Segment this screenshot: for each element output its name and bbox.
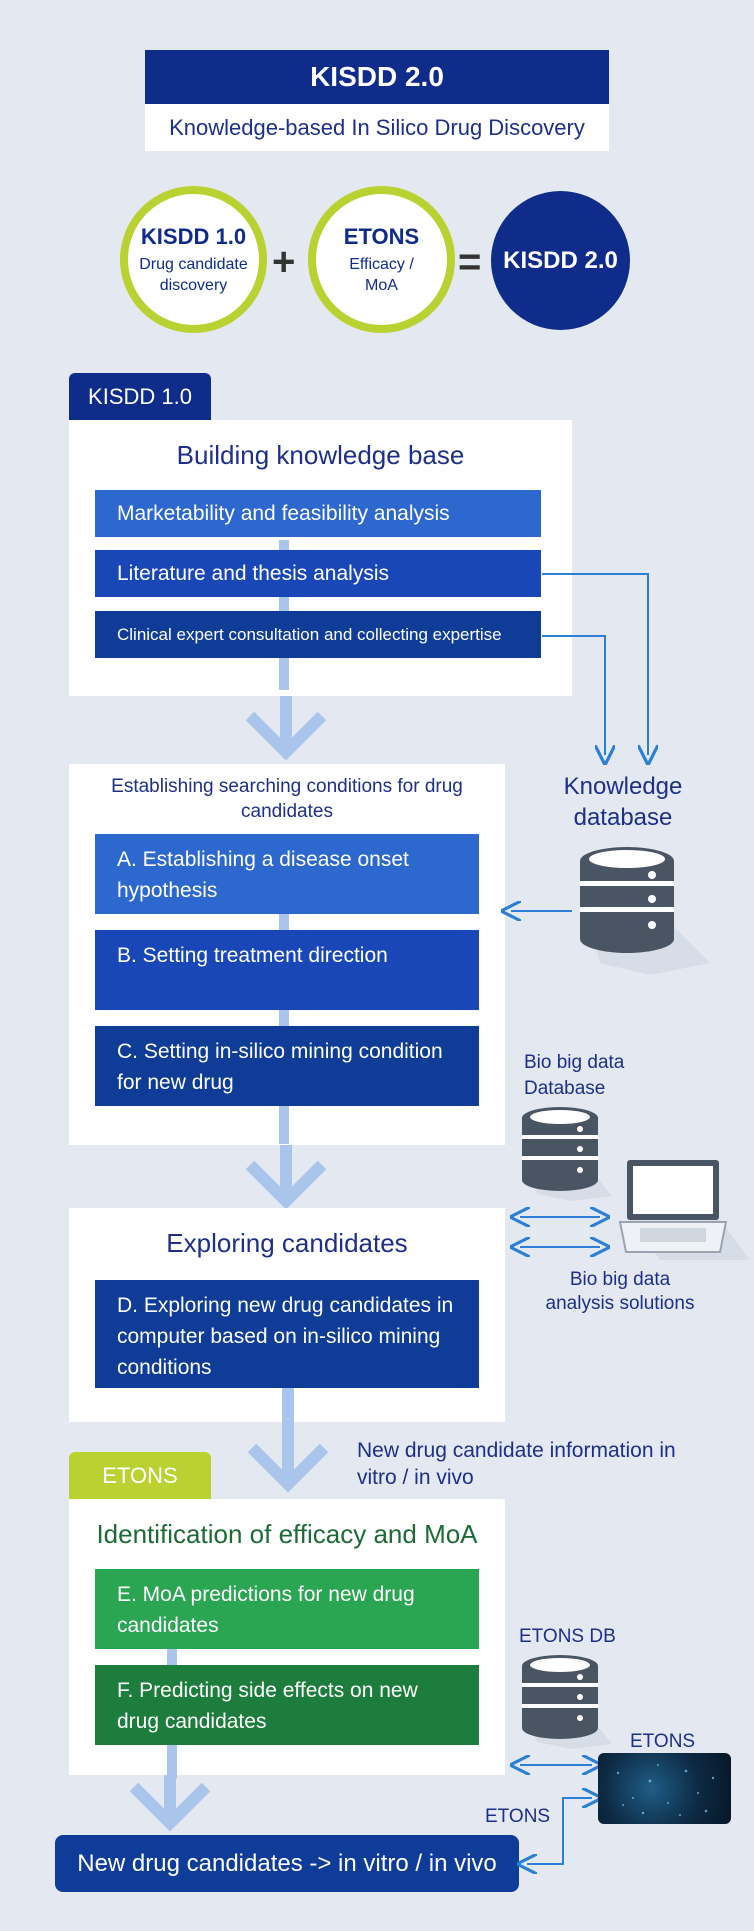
laptop-icon (618, 1160, 750, 1265)
step-clinical-expert: Clinical expert consultation and collect… (95, 611, 541, 658)
down-arrow-icon (247, 1388, 329, 1503)
down-arrow-icon (129, 1775, 211, 1840)
etons-heading: Identification of efficacy and MoA (96, 1519, 478, 1549)
title-block: KISDD 2.0 Knowledge-based In Silico Drug… (145, 50, 609, 151)
plus-sign: + (272, 240, 296, 284)
etons-panel: Identification of efficacy and MoA E. Mo… (69, 1499, 505, 1779)
conditions-panel: Establishing searching conditions for dr… (69, 764, 505, 1145)
step-d-exploring-candidates: D. Exploring new drug candidates in comp… (95, 1280, 479, 1388)
knowledge-panel: Building knowledge base Marketability an… (69, 420, 572, 696)
step-e-moa-predictions: E. MoA predictions for new drug candidat… (95, 1569, 479, 1649)
knowledge-heading: Building knowledge base (176, 440, 465, 470)
database-icon (580, 845, 710, 980)
step-a-onset-hypothesis: A. Establishing a disease onset hypothes… (95, 834, 479, 914)
step-marketability: Marketability and feasibility analysis (95, 490, 541, 537)
etons-circle: ETONS Efficacy / MoA (308, 186, 455, 333)
page-title: KISDD 2.0 (145, 50, 609, 104)
new-info-label: New drug candidate information in vitro … (357, 1439, 676, 1489)
bio-database-icon (522, 1106, 612, 1206)
page-subtitle: Knowledge-based In Silico Drug Discovery (145, 104, 609, 151)
exploring-heading: Exploring candidates (166, 1228, 408, 1258)
exploring-panel: Exploring candidates D. Exploring new dr… (69, 1208, 505, 1422)
etons-circle-title: ETONS (343, 223, 420, 249)
kisdd1-circle: KISDD 1.0 Drug candidate discovery (120, 186, 267, 333)
kisdd1-circle-title: KISDD 1.0 (140, 223, 247, 249)
etons-database-icon (522, 1654, 612, 1754)
kisdd-section-tab: KISDD 1.0 (69, 373, 211, 421)
down-arrow-icon (245, 1145, 327, 1218)
etons-platform-image (598, 1753, 731, 1824)
etons-db-label: ETONS DB (519, 1626, 616, 1647)
etons-label-bottom: ETONS (485, 1806, 551, 1827)
bio-solutions-label: Bio big data analysis solutions (545, 1269, 695, 1314)
step-literature: Literature and thesis analysis (95, 550, 541, 597)
conditions-heading: Establishing searching conditions for dr… (111, 776, 463, 822)
down-arrow-icon (245, 696, 327, 769)
kisdd1-circle-desc: Drug candidate discovery (139, 255, 248, 294)
step-f-side-effects: F. Predicting side effects on new drug c… (95, 1665, 479, 1745)
connector-line (279, 904, 289, 1144)
etons-label-top: ETONS (630, 1731, 696, 1752)
kisdd2-circle: KISDD 2.0 (491, 191, 630, 330)
etons-section-tab: ETONS (69, 1452, 211, 1500)
etons-circle-desc: Efficacy / MoA (349, 255, 414, 294)
equals-sign: = (458, 240, 482, 284)
final-result-bar: New drug candidates -> in vitro / in viv… (55, 1835, 519, 1892)
step-c-mining-condition: C. Setting in-silico mining condition fo… (95, 1026, 479, 1106)
knowledge-database-label: Knowledge database (563, 773, 683, 831)
step-b-treatment-direction: B. Setting treatment direction (95, 930, 479, 1010)
bio-database-label: Bio big data Database (524, 1052, 625, 1099)
